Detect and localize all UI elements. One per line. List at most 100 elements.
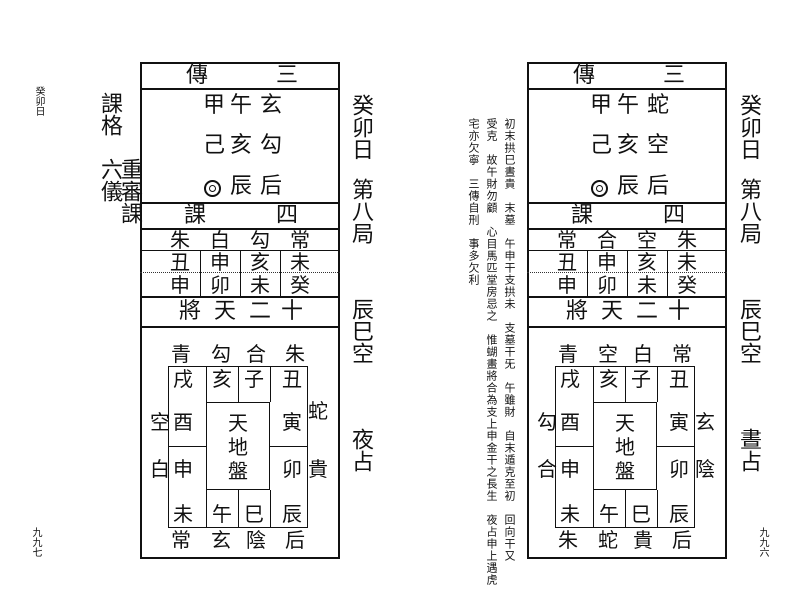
day-label: 癸卯日	[348, 94, 373, 160]
ke-title-char: 四	[275, 203, 298, 228]
chuan-cell: 亥	[229, 133, 252, 158]
plate-branch: 子	[631, 367, 651, 391]
plate-branch: 亥	[599, 367, 619, 391]
plate-branch: 子	[244, 367, 264, 391]
plate-god: 后	[285, 528, 305, 552]
ke-cell: 亥	[637, 250, 657, 274]
plate-branch: 申	[560, 457, 580, 481]
plate-god: 合	[246, 342, 266, 366]
ke-cell: 朱	[677, 228, 697, 252]
plate-branch: 未	[173, 502, 193, 526]
ju-label: 第八局	[348, 178, 373, 244]
ke-cell: 未	[250, 273, 270, 297]
plate-branch: 卯	[282, 457, 302, 481]
ke-cell: 白	[210, 228, 230, 252]
jiang-title-char: 天	[213, 299, 236, 324]
chuan-cell: 空	[646, 133, 669, 158]
ke-cell: 空	[637, 228, 657, 252]
ke-cell: 亥	[250, 250, 270, 274]
plate-god: 陰	[695, 457, 715, 481]
chuan-cell: 甲	[202, 93, 225, 118]
page-number: 九九六	[757, 527, 768, 557]
circle-mark-icon	[591, 180, 608, 201]
plate-branch: 午	[599, 502, 619, 526]
plate-center-char: 天	[615, 411, 635, 435]
plate-center-char: 地	[615, 435, 635, 459]
commentary-line: 初末拱巳晝貴 末墓 午申干支拱未 支墓干旡 午雖財 自末遁克至初 回向干又	[503, 118, 516, 562]
ke-cell: 申	[597, 250, 617, 274]
chuan-cell: 己	[202, 133, 225, 158]
kong-label: 辰巳空	[348, 298, 373, 364]
ke-title-char: 課	[570, 203, 593, 228]
divination-table	[140, 62, 340, 559]
chuan-cell: 辰	[229, 174, 252, 199]
plate-god: 青	[558, 342, 578, 366]
plate-branch: 亥	[212, 367, 232, 391]
ke-cell: 申	[557, 273, 577, 297]
chuan-cell: 勾	[259, 133, 282, 158]
plate-center-char: 盤	[615, 459, 635, 483]
ke-title-char: 四	[662, 203, 685, 228]
commentary-line: 受克 故午財勿顧 心目馬匹堂房忌之 惟蝴畫將合為支上申金干之長生 夜占申上遇虎	[485, 118, 498, 586]
ke-cell: 申	[210, 250, 230, 274]
plate-branch: 寅	[669, 410, 689, 434]
plate-branch: 戌	[173, 367, 193, 391]
jiang-title-char: 將	[565, 299, 588, 324]
chuan-title-char: 傳	[572, 63, 595, 88]
plate-center-char: 盤	[228, 459, 248, 483]
plate-god: 青	[171, 342, 191, 366]
jiang-title-char: 天	[600, 299, 623, 324]
plate-god: 蛇	[308, 399, 328, 423]
jiang-title-char: 二	[248, 299, 271, 324]
page-number: 九九七	[30, 527, 41, 557]
plate-center-char: 天	[228, 411, 248, 435]
divination-table	[527, 62, 727, 559]
plate-god: 蛇	[598, 528, 618, 552]
chuan-cell: 后	[646, 174, 669, 199]
night-label: 夜占	[348, 428, 373, 472]
plate-god: 白	[633, 342, 653, 366]
chuan-cell: 辰	[616, 174, 639, 199]
ke-cell: 卯	[210, 273, 230, 297]
ke-cell: 合	[597, 228, 617, 252]
plate-god: 玄	[211, 528, 231, 552]
plate-god: 陰	[246, 528, 266, 552]
ke-cell: 朱	[170, 228, 190, 252]
plate-god: 常	[672, 342, 692, 366]
plate-god: 后	[672, 528, 692, 552]
plate-branch: 辰	[282, 502, 302, 526]
plate-god: 貴	[308, 457, 328, 481]
jiang-title-char: 將	[178, 299, 201, 324]
plate-branch: 酉	[173, 410, 193, 434]
plate-branch: 申	[173, 457, 193, 481]
chuan-cell: 玄	[259, 93, 282, 118]
chuan-cell: 后	[259, 174, 282, 199]
plate-god: 玄	[695, 410, 715, 434]
plate-god: 合	[537, 457, 557, 481]
chuan-title-char: 三	[662, 63, 685, 88]
ke-cell: 常	[290, 228, 310, 252]
plate-center-char: 地	[228, 435, 248, 459]
plate-god: 常	[171, 528, 191, 552]
chuan-cell: 午	[229, 93, 252, 118]
jiang-title-char: 二	[635, 299, 658, 324]
plate-god: 朱	[285, 342, 305, 366]
ke-cell: 未	[637, 273, 657, 297]
ke-cell: 常	[557, 228, 577, 252]
ke-cell: 卯	[597, 273, 617, 297]
ke-cell: 癸	[677, 273, 697, 297]
jiang-title-char: 十	[667, 299, 690, 324]
plate-branch: 丑	[669, 367, 689, 391]
chuan-cell: 蛇	[646, 93, 669, 118]
chuan-cell: 甲	[589, 93, 612, 118]
circle-mark-icon	[204, 180, 221, 201]
plate-branch: 戌	[560, 367, 580, 391]
label-chongshen: 重審課	[117, 158, 142, 224]
plate-branch: 午	[212, 502, 232, 526]
commentary-line: 宅亦欠寧 三傳自刑 事多欠利	[467, 118, 480, 286]
plate-god: 空	[150, 410, 170, 434]
plate-branch: 丑	[282, 367, 302, 391]
plate-god: 白	[150, 457, 170, 481]
plate-branch: 辰	[669, 502, 689, 526]
day-label: 癸卯日	[736, 94, 761, 160]
